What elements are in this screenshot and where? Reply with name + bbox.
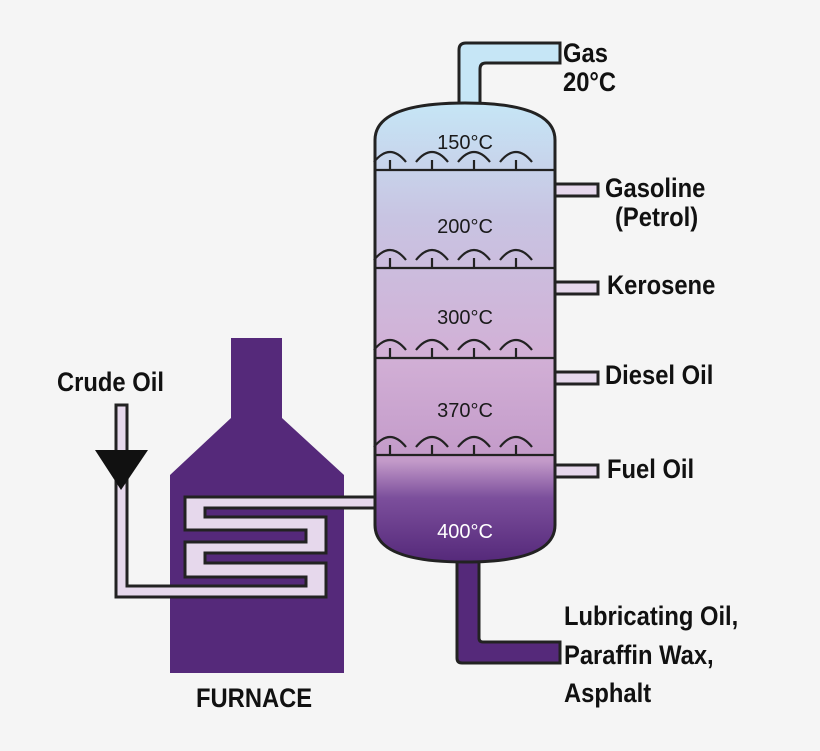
- tray-4: [373, 435, 555, 457]
- tray-3: [373, 338, 555, 360]
- temperature-label-150: 150°C: [437, 132, 493, 154]
- fuel-oil-label: Fuel Oil: [607, 454, 695, 484]
- temperature-label-370: 370°C: [437, 400, 493, 422]
- tray-2: [373, 248, 555, 270]
- gasoline-label: Gasoline: [605, 173, 706, 203]
- asphalt-label: Asphalt: [564, 678, 652, 708]
- crude-oil-label: Crude Oil: [57, 367, 164, 397]
- crude-oil-arrow: [95, 450, 148, 490]
- distillation-column: [373, 101, 557, 564]
- lubricating-oil-label: Lubricating Oil,: [564, 601, 739, 631]
- temperature-label-400: 400°C: [437, 521, 493, 543]
- gas-outlet-pipe: [457, 41, 562, 107]
- furnace-label: FURNACE: [196, 683, 313, 713]
- temperature-label-200: 200°C: [437, 216, 493, 238]
- gas-label: Gas: [563, 38, 608, 68]
- diesel-oil-label: Diesel Oil: [605, 360, 714, 390]
- paraffin-wax-label: Paraffin Wax,: [564, 640, 714, 670]
- kerosene-label: Kerosene: [607, 270, 716, 300]
- gasoline-sublabel: (Petrol): [615, 202, 699, 232]
- temperature-label-300: 300°C: [437, 307, 493, 329]
- gas-temperature-label: 20°C: [563, 67, 617, 97]
- tray-1: [373, 150, 555, 172]
